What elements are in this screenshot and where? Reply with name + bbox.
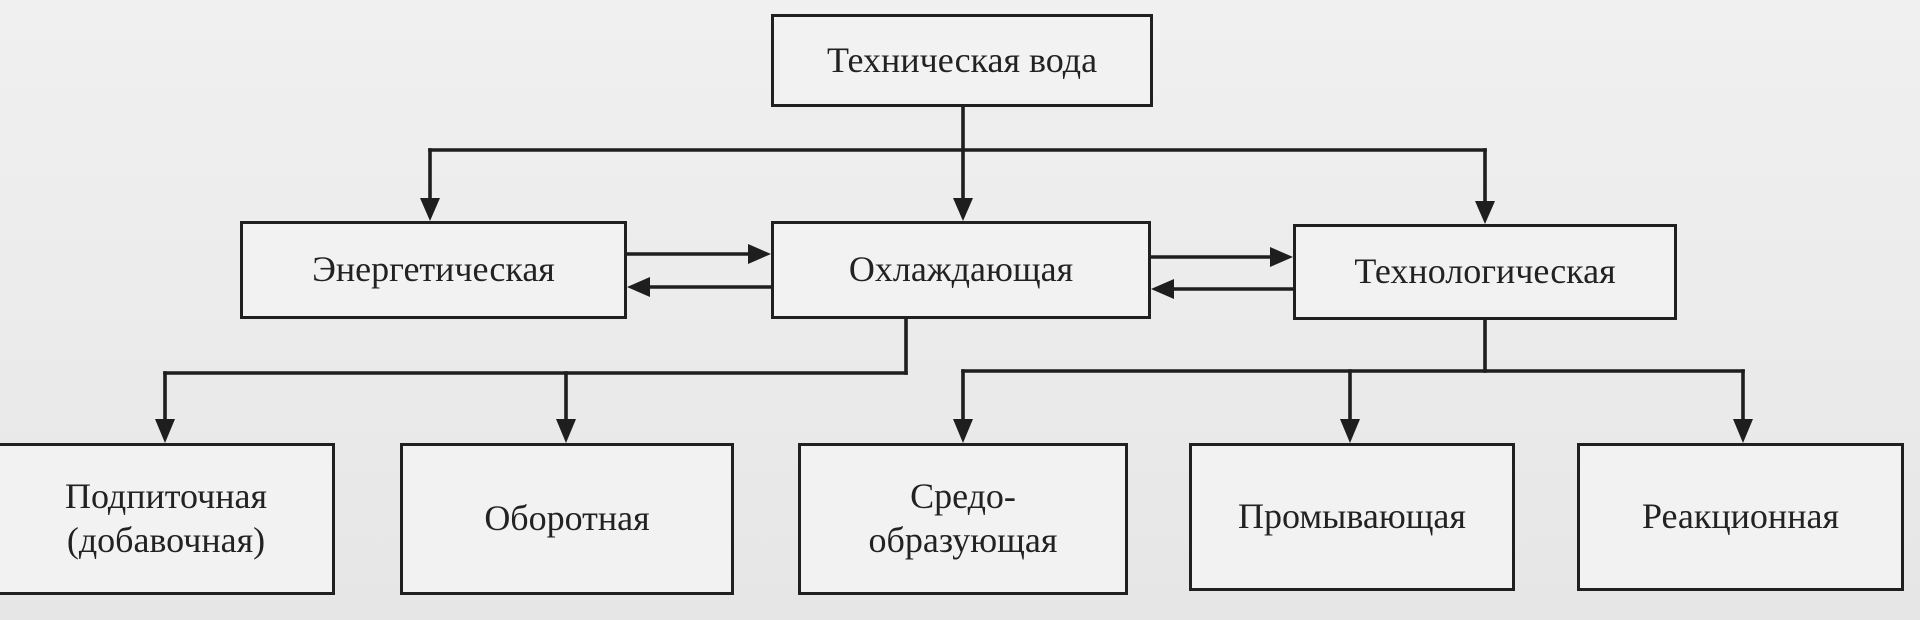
arrow-to-cooling-icon: [953, 198, 973, 221]
arrow-to-circulating-icon: [556, 419, 576, 443]
arrow-cooling-to-technological-icon: [1270, 247, 1293, 267]
node-medium-forming-water-label: Средо- образующая: [868, 476, 1058, 560]
node-makeup-water: Подпиточная (добавочная): [0, 443, 335, 595]
node-energy-water-label: Энергетическая: [312, 249, 555, 290]
node-reaction-water: Реакционная: [1577, 443, 1904, 591]
node-circulating-water: Оборотная: [400, 443, 734, 595]
arrow-to-washing-icon: [1340, 419, 1360, 443]
arrow-cooling-to-energy-icon: [627, 277, 650, 297]
arrow-to-medium-icon: [953, 419, 973, 443]
arrow-to-reaction-icon: [1733, 419, 1753, 443]
node-cooling-water-label: Охлаждающая: [848, 249, 1074, 290]
node-technological-water: Технологическая: [1293, 224, 1677, 320]
node-makeup-water-label: Подпиточная (добавочная): [64, 476, 268, 560]
arrow-to-makeup-icon: [155, 419, 175, 443]
node-technical-water: Техническая вода: [771, 14, 1153, 107]
node-washing-water: Промывающая: [1189, 443, 1515, 591]
node-energy-water: Энергетическая: [240, 221, 627, 319]
arrow-energy-to-cooling-icon: [748, 244, 771, 264]
node-technical-water-label: Техническая вода: [826, 39, 1098, 80]
node-washing-water-label: Промывающая: [1238, 496, 1466, 537]
node-medium-forming-water: Средо- образующая: [798, 443, 1128, 595]
arrow-to-energy-icon: [420, 198, 440, 221]
arrow-technological-to-cooling-icon: [1151, 279, 1174, 299]
arrow-to-technological-icon: [1475, 201, 1495, 224]
node-circulating-water-label: Оборотная: [484, 498, 650, 539]
node-cooling-water: Охлаждающая: [771, 221, 1151, 319]
node-reaction-water-label: Реакционная: [1641, 496, 1840, 537]
node-technological-water-label: Технологическая: [1354, 251, 1616, 292]
